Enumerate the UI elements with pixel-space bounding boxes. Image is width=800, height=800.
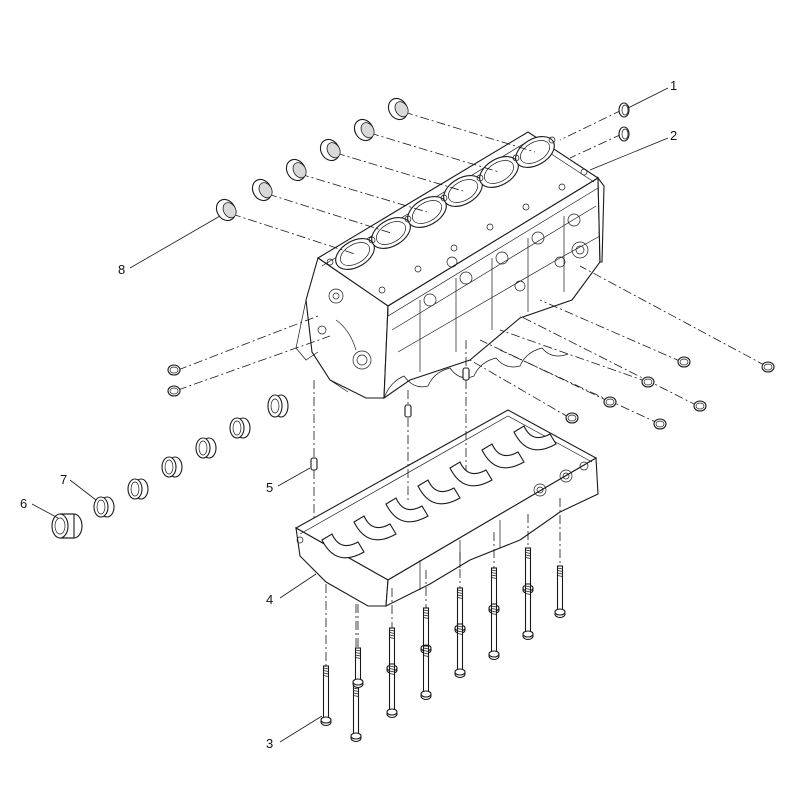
callout-labels: 1 2 3 4 5 6 7 8 [20, 78, 677, 751]
cylinder-block [295, 131, 605, 400]
bolt [320, 665, 332, 727]
expansion-plugs [167, 102, 775, 430]
main-bearing-saddles [321, 425, 557, 559]
bolt [554, 565, 566, 619]
bolt [420, 645, 432, 701]
bolt [522, 583, 534, 641]
callout-2: 2 [670, 128, 677, 143]
dowel-pins [310, 367, 470, 471]
bolt [488, 603, 500, 661]
callout-6: 6 [20, 496, 27, 511]
bearing-cap-frame [294, 409, 599, 607]
callout-8: 8 [118, 262, 125, 277]
callout-4: 4 [266, 592, 273, 607]
callout-1: 1 [670, 78, 677, 93]
bolt [386, 663, 398, 719]
bolt [454, 623, 466, 679]
bolt [352, 647, 364, 689]
main-bearing-shells [51, 394, 289, 539]
bolt [350, 685, 362, 743]
main-cap-bolts [320, 547, 566, 743]
callout-5: 5 [266, 480, 273, 495]
assembly-lines [177, 109, 767, 686]
callout-3: 3 [266, 736, 273, 751]
callout-7: 7 [60, 472, 67, 487]
cylinder-liners [215, 97, 409, 222]
leader-lines [31, 87, 669, 743]
